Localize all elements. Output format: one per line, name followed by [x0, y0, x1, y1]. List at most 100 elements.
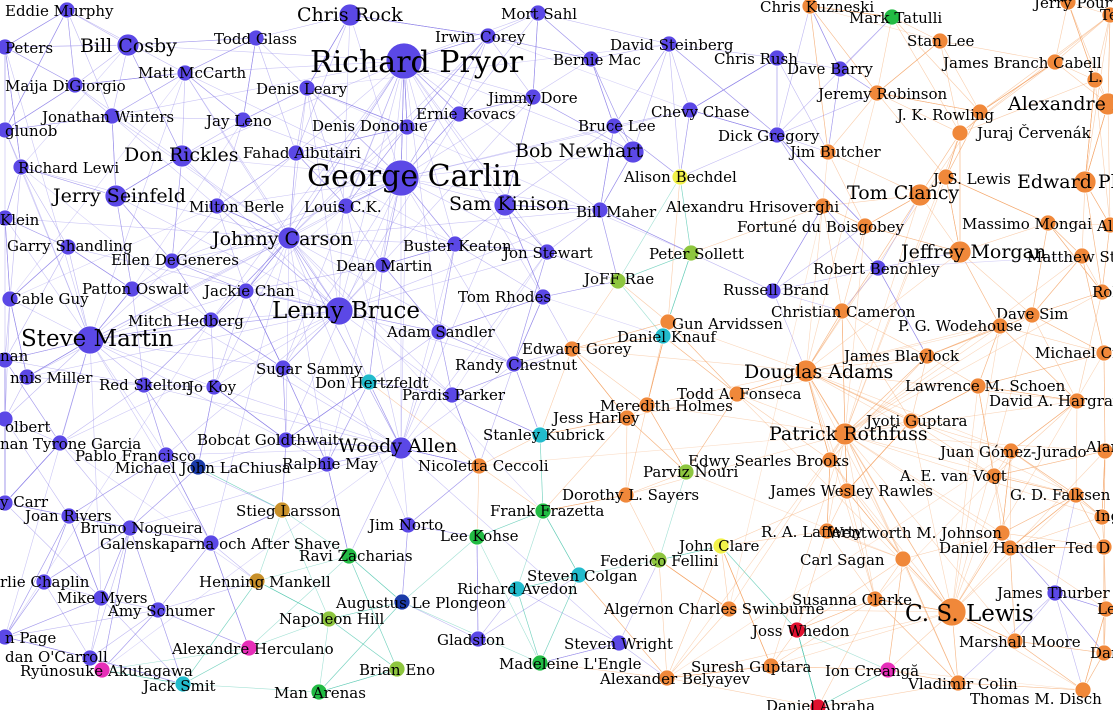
- graph-node[interactable]: Daniel Handler: [939, 539, 1056, 557]
- graph-node[interactable]: Bruce Lee: [578, 117, 656, 135]
- node-dot[interactable]: [274, 359, 292, 377]
- graph-node[interactable]: Gladston: [437, 630, 505, 649]
- node-dot[interactable]: [833, 422, 857, 446]
- graph-node[interactable]: Jyoti Guptara: [864, 412, 967, 430]
- node-dot[interactable]: [93, 661, 111, 679]
- graph-node[interactable]: Richard Pryor: [310, 42, 524, 80]
- graph-node[interactable]: Russell Brand: [723, 281, 829, 300]
- node-dot[interactable]: [610, 634, 628, 652]
- graph-node[interactable]: glunob: [0, 121, 57, 140]
- graph-node[interactable]: Jack Smit: [141, 675, 216, 695]
- node-dot[interactable]: [1097, 600, 1113, 618]
- graph-node[interactable]: Brian Eno: [359, 660, 435, 679]
- node-dot[interactable]: [81, 649, 99, 667]
- graph-node[interactable]: Louis C.K.: [304, 197, 382, 216]
- graph-node[interactable]: nan: [0, 347, 29, 369]
- graph-node[interactable]: Richard Avedon: [457, 580, 578, 598]
- node-dot[interactable]: [176, 64, 194, 82]
- graph-node[interactable]: Gun Arvidssen: [659, 313, 783, 333]
- node-dot[interactable]: [764, 282, 782, 300]
- node-dot[interactable]: [856, 217, 874, 235]
- node-dot[interactable]: [35, 573, 53, 591]
- graph-node[interactable]: Jeffrey Morgan: [899, 240, 1046, 264]
- graph-node[interactable]: Alexandre Herculano: [171, 639, 334, 658]
- node-dot[interactable]: [809, 698, 827, 710]
- node-dot[interactable]: [1059, 0, 1077, 11]
- graph-node[interactable]: Denis Donohue: [312, 117, 428, 136]
- node-dot[interactable]: [1, 290, 19, 308]
- node-dot[interactable]: [638, 396, 656, 414]
- node-dot[interactable]: [170, 144, 194, 168]
- node-dot[interactable]: [202, 534, 220, 552]
- graph-node[interactable]: Jim Norto: [367, 516, 443, 534]
- node-dot[interactable]: [894, 550, 912, 568]
- node-dot[interactable]: [1046, 584, 1064, 602]
- node-dot[interactable]: [937, 168, 955, 186]
- graph-node[interactable]: Lawrence M. Schoen: [905, 377, 1066, 395]
- graph-node[interactable]: Michael John LaChiusa: [115, 458, 291, 477]
- graph-node[interactable]: Red Skelton: [99, 376, 192, 394]
- node-dot[interactable]: [1046, 53, 1064, 71]
- node-dot[interactable]: [969, 377, 987, 395]
- graph-node[interactable]: Amy Schumer: [107, 601, 215, 620]
- node-dot[interactable]: [116, 33, 140, 57]
- node-dot[interactable]: [104, 184, 128, 208]
- graph-node[interactable]: A. E. van Vogt: [899, 467, 1007, 485]
- graph-node[interactable]: Chris Kuzneski: [760, 0, 874, 16]
- node-dot[interactable]: [469, 630, 487, 648]
- graph-node[interactable]: Sam Kinison: [449, 193, 569, 217]
- node-dot[interactable]: [582, 50, 600, 68]
- node-dot[interactable]: [398, 118, 416, 136]
- node-dot[interactable]: [529, 4, 547, 22]
- node-dot[interactable]: [991, 317, 1009, 335]
- node-dot[interactable]: [450, 105, 468, 123]
- node-dot[interactable]: [205, 378, 223, 396]
- node-dot[interactable]: [59, 238, 77, 256]
- graph-node[interactable]: Bill Cosby: [80, 33, 177, 57]
- node-dot[interactable]: [337, 197, 355, 215]
- graph-node[interactable]: James Wesley Rawles: [768, 482, 933, 500]
- graph-node[interactable]: Bernie Mac: [553, 50, 641, 69]
- graph-node[interactable]: Jo Koy: [186, 378, 237, 396]
- graph-node[interactable]: Irwin Corey: [435, 27, 526, 46]
- node-dot[interactable]: [654, 327, 672, 345]
- graph-node[interactable]: Juan Gómez-Jurado: [938, 442, 1087, 461]
- graph-node[interactable]: Chevy Chase: [651, 101, 750, 121]
- node-dot[interactable]: [883, 8, 901, 26]
- graph-node[interactable]: Don Hertzfeldt: [315, 373, 428, 392]
- node-dot[interactable]: [493, 193, 517, 217]
- graph-node[interactable]: John Clare: [677, 537, 760, 555]
- graph-node[interactable]: Terry: [1100, 6, 1113, 24]
- node-dot[interactable]: [879, 661, 897, 679]
- graph-node[interactable]: Ted D: [1066, 538, 1113, 557]
- node-dot[interactable]: [298, 79, 316, 97]
- graph-node[interactable]: Mort Sahl: [501, 4, 577, 23]
- node-dot[interactable]: [720, 600, 738, 618]
- graph-node[interactable]: Robe: [1092, 283, 1113, 301]
- graph-node[interactable]: Man Arenas: [274, 683, 366, 702]
- graph-node[interactable]: Alison Bechdel: [623, 168, 737, 186]
- graph-node[interactable]: Edwy Searles Brooks: [688, 451, 849, 470]
- node-dot[interactable]: [0, 121, 14, 139]
- graph-node[interactable]: Chris Rush: [714, 49, 798, 68]
- node-dot[interactable]: [75, 325, 105, 355]
- node-dot[interactable]: [393, 593, 411, 611]
- graph-node[interactable]: George Carlin: [307, 159, 521, 197]
- graph-node[interactable]: Alexandru Hrisoverghi: [665, 197, 839, 216]
- node-dot[interactable]: [430, 323, 448, 341]
- node-dot[interactable]: [0, 209, 14, 227]
- graph-node[interactable]: James Branch Cabell: [941, 53, 1102, 72]
- graph-node[interactable]: Jimmy Dore: [486, 88, 578, 107]
- graph-node[interactable]: Le: [1097, 600, 1113, 618]
- graph-node[interactable]: Peters: [0, 38, 53, 57]
- graph-node[interactable]: Pablo Francisco: [75, 446, 196, 465]
- graph-node[interactable]: Ralphie May: [282, 455, 378, 473]
- node-dot[interactable]: [1039, 214, 1057, 232]
- graph-node[interactable]: Joan Rivers: [23, 507, 112, 525]
- node-dot[interactable]: [937, 597, 967, 627]
- node-dot[interactable]: [993, 524, 1011, 542]
- node-dot[interactable]: [618, 409, 636, 427]
- node-dot[interactable]: [531, 426, 549, 444]
- graph-node[interactable]: Algernon Charles Swinburne: [603, 600, 824, 618]
